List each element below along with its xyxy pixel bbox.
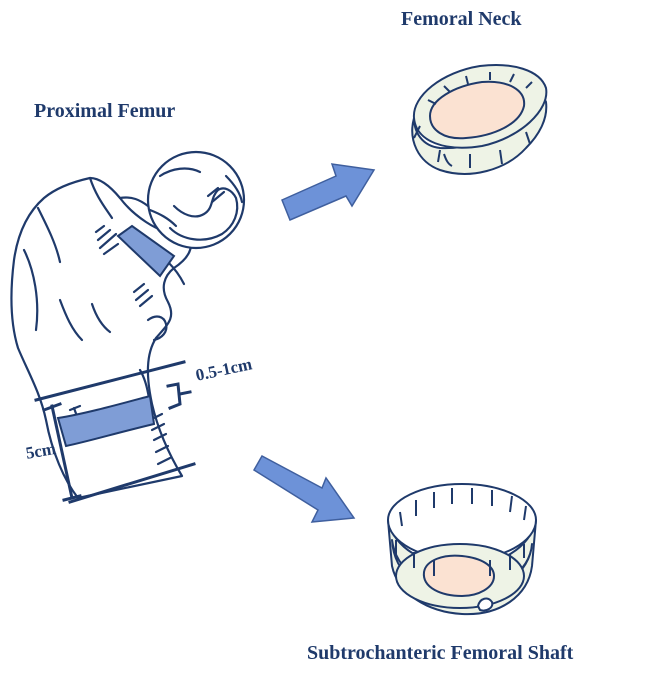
arrow-icon xyxy=(254,456,354,522)
femoral-neck-label: Femoral Neck xyxy=(401,8,522,31)
arrow-icon xyxy=(282,164,374,220)
femoral-neck-cross-section xyxy=(412,65,546,174)
proximal-femur-label: Proximal Femur xyxy=(34,100,175,123)
shaft-cross-section xyxy=(388,484,536,614)
subtrochanteric-shaft-label: Subtrochanteric Femoral Shaft xyxy=(307,642,573,665)
